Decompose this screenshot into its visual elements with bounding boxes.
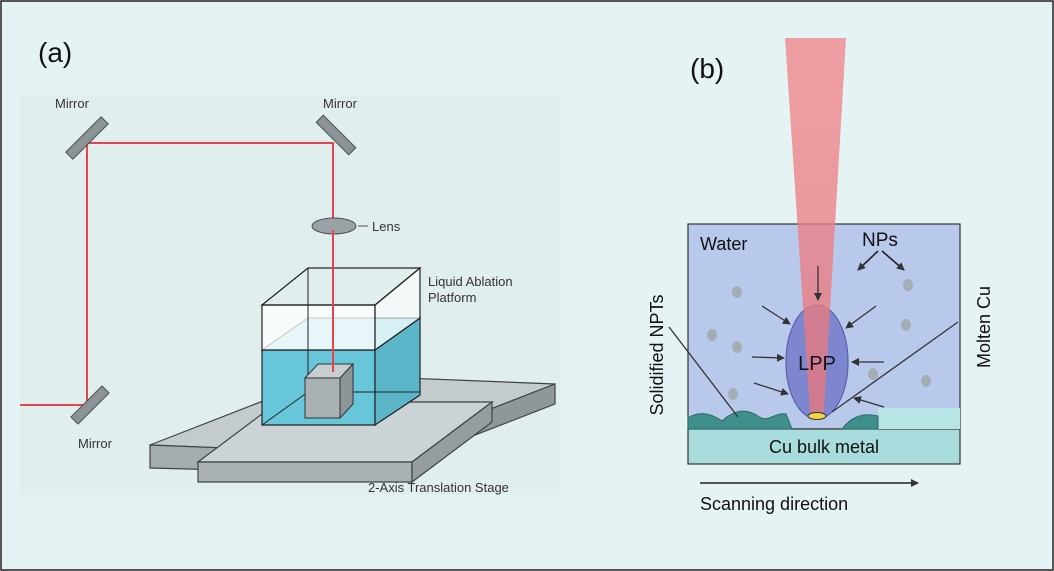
nps-label: NPs (862, 230, 898, 251)
pressure-arrow (751, 353, 785, 362)
tank-rim (260, 267, 422, 306)
mirror-top-right-icon (315, 114, 357, 156)
solidified-npts (687, 410, 793, 430)
panel-b: (b) Cu bulk metal LPP Water N (647, 38, 994, 514)
solidified-npts-label: Solidified NPTs (647, 294, 667, 415)
nps-arrow-left (857, 250, 879, 271)
nps-arrow-right (881, 250, 905, 271)
target-block-front (304, 377, 341, 419)
panel-a: (a) Mirror Mirror Mirror Lens Liquid Abl… (20, 37, 560, 495)
nanoparticles (707, 279, 931, 400)
nanoparticle (707, 329, 717, 341)
nanoparticle (728, 388, 738, 400)
pressure-arrows (751, 266, 885, 408)
stage-upper-side (411, 400, 493, 484)
mirror-top-left-icon (65, 116, 109, 160)
tank-glass-front (261, 304, 376, 351)
pressure-arrow (853, 396, 885, 408)
molten-cu-label: Molten Cu (974, 286, 994, 368)
stage-upper-front (197, 461, 413, 483)
solidified-npts-right (841, 414, 879, 430)
solidified-npts-pointer (668, 326, 739, 418)
nanoparticle (921, 375, 931, 387)
mirror-bottom-left-label: Mirror (78, 436, 113, 451)
nanoparticle (732, 286, 742, 298)
nanoparticle (868, 368, 878, 380)
mirror-top-left-label: Mirror (55, 96, 90, 111)
nanoparticle (901, 319, 911, 331)
pressure-arrow (845, 305, 877, 329)
platform-label-line1: Liquid Ablation (428, 274, 513, 289)
platform-label-line2: Platform (428, 290, 476, 305)
lpp-label: LPP (798, 353, 836, 375)
lens-label: Lens (372, 219, 401, 234)
tank-floor-edge (261, 391, 309, 426)
target-block-side (339, 362, 354, 420)
mirror-bottom-left-icon (70, 385, 110, 425)
nanoparticle (903, 279, 913, 291)
mirror-top-right-label: Mirror (323, 96, 358, 111)
cu-bulk-metal-label: Cu bulk metal (769, 437, 879, 457)
molten-cu (807, 412, 827, 420)
laser-beam-cone (785, 38, 846, 412)
pressure-arrow (753, 382, 789, 396)
surface-strip (878, 408, 960, 429)
molten-cu-pointer (831, 321, 959, 413)
pressure-arrow (761, 305, 791, 325)
panel-a-label: (a) (38, 37, 72, 68)
stage-label: 2-Axis Translation Stage (368, 480, 509, 495)
cu-bulk-metal (687, 428, 961, 465)
scanning-direction-label: Scanning direction (700, 494, 848, 514)
panel-b-label: (b) (690, 53, 724, 84)
nanoparticle (732, 341, 742, 353)
water-label: Water (700, 234, 747, 254)
